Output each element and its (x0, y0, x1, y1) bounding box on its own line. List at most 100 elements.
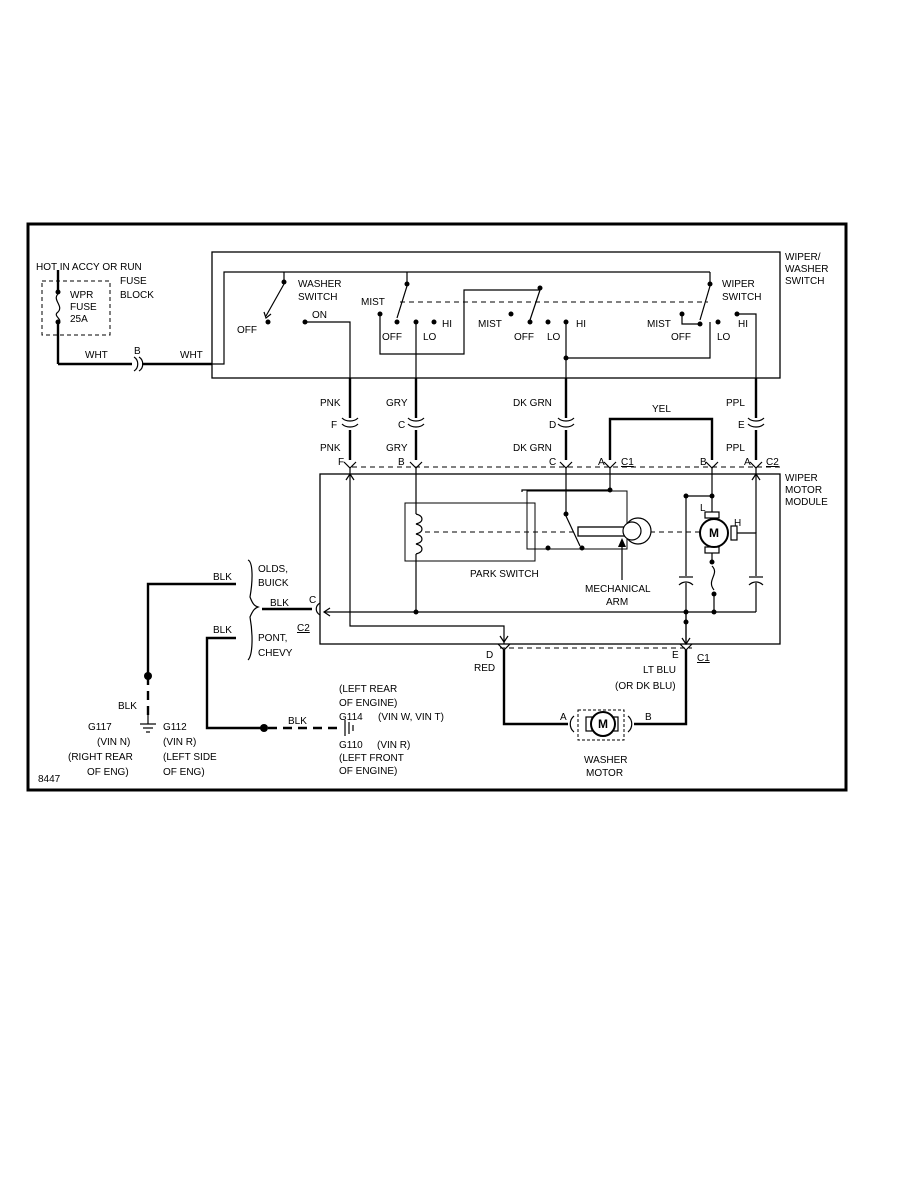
hi-label-3: HI (738, 319, 748, 330)
hi-label-2: HI (576, 319, 586, 330)
switch-title-2: WASHER (785, 264, 829, 275)
connector-e-label-2: E (672, 650, 679, 661)
hot-label: HOT IN ACCY OR RUN (36, 262, 142, 273)
g112-loc-1: (LEFT SIDE (163, 752, 217, 763)
fuse-block-label-1: FUSE (120, 276, 147, 287)
connector-a-label-3: A (744, 457, 751, 468)
module-title-3: MODULE (785, 497, 828, 508)
washer-motor-label-2: MOTOR (586, 768, 623, 779)
module-title-2: MOTOR (785, 485, 822, 496)
ground-wiring (144, 582, 340, 732)
washer-switch-contacts (263, 279, 351, 395)
gry-label-2: GRY (386, 443, 408, 454)
connector-c-label-1: C (398, 420, 405, 431)
figure-number: 8447 (38, 774, 61, 785)
module-title-1: WIPER (785, 473, 818, 484)
washer-a-label: A (560, 712, 567, 723)
washer-on-label: ON (312, 310, 327, 321)
g112-label: G112 (163, 722, 187, 733)
wht-label-right: WHT (180, 350, 203, 361)
blk-label-c: BLK (270, 598, 289, 609)
connector-e-label-1: E (738, 420, 745, 431)
wiper-switch-label-2: SWITCH (722, 292, 761, 303)
washer-motor-label-1: WASHER (584, 755, 628, 766)
g110-loc-1: (LEFT FRONT (339, 753, 404, 764)
g117-loc-1: (RIGHT REAR (68, 752, 133, 763)
lt-blu-label: LT BLU (643, 665, 676, 676)
buick-label: BUICK (258, 578, 289, 589)
mechanical-arm-label-1: MECHANICAL (585, 584, 651, 595)
connector-c-label-3: C (309, 595, 316, 606)
blk-label-olds: BLK (213, 572, 232, 583)
g114-vin: (VIN W, VIN T) (378, 712, 444, 723)
wiper-switch-contacts-right (679, 281, 757, 395)
g112-vin: (VIN R) (163, 737, 196, 748)
chevy-label: CHEVY (258, 648, 293, 659)
g114-loc-2: OF ENGINE) (339, 698, 397, 709)
wiper-switch-label-1: WIPER (722, 279, 755, 290)
diagram-frame (26, 222, 848, 792)
g114-loc-1: (LEFT REAR (339, 684, 397, 695)
motor-l-label: L (700, 503, 706, 514)
blk-label-g117: BLK (118, 701, 137, 712)
module-ground-bus (322, 607, 756, 644)
g117-label: G117 (88, 722, 112, 733)
fuse-label-3: 25A (70, 314, 88, 325)
connector-b-label-2: B (398, 457, 405, 468)
g110-loc-2: OF ENGINE) (339, 766, 397, 777)
mist-label-3: MIST (647, 319, 671, 330)
switch-title-3: SWITCH (785, 276, 824, 287)
pnk-label-2: PNK (320, 443, 341, 454)
g117-loc-2: OF ENG) (87, 767, 129, 778)
connector-c2-label-2: C2 (297, 623, 310, 634)
connector-b-label: B (134, 346, 141, 357)
off-label-1: OFF (382, 332, 402, 343)
washer-b-label: B (645, 712, 652, 723)
connector-a-label-2: A (598, 457, 605, 468)
off-label-3: OFF (671, 332, 691, 343)
park-switch-box (526, 490, 628, 550)
washer-off-label: OFF (237, 325, 257, 336)
yel-label: YEL (652, 404, 671, 415)
olds-label: OLDS, (258, 564, 288, 575)
fuse-label-1: WPR (70, 290, 93, 301)
wiper-motor-icon (683, 468, 757, 615)
vehicle-bracket (247, 559, 260, 661)
hi-label-1: HI (442, 319, 452, 330)
pont-label: PONT, (258, 633, 287, 644)
switch-title-1: WIPER/ (785, 252, 821, 263)
wiper-motor-m-label: M (709, 526, 719, 540)
connector-c-label-2: C (549, 457, 556, 468)
fuse-icon (55, 270, 61, 364)
dk-grn-label-1: DK GRN (513, 398, 552, 409)
connector-b-label-3: B (700, 457, 707, 468)
connector-d-label-2: D (486, 650, 493, 661)
harness-wires (348, 378, 758, 460)
washer-motor-icon (569, 709, 633, 741)
g110-vin: (VIN R) (377, 740, 410, 751)
lo-label-1: LO (423, 332, 437, 343)
wiper-washer-switch-box (211, 251, 781, 379)
lo-label-3: LO (717, 332, 731, 343)
connector-d-label-1: D (549, 420, 556, 431)
gry-label-1: GRY (386, 398, 408, 409)
red-label: RED (474, 663, 495, 674)
fuse-block-label-2: BLOCK (120, 290, 154, 301)
relay-coil-icon (413, 468, 423, 615)
lo-label-2: LO (547, 332, 561, 343)
blk-label-g114: BLK (288, 716, 307, 727)
ground-g114-icon (344, 720, 354, 736)
washer-motor-wiring (502, 650, 688, 726)
ppl-label-2: PPL (726, 443, 745, 454)
mechanical-arm-label-2: ARM (606, 597, 628, 608)
ground-g117-icon (140, 715, 156, 733)
dk-grn-label-2: DK GRN (513, 443, 552, 454)
connector-c1-label-1: C1 (621, 457, 634, 468)
inline-connectors (341, 417, 765, 428)
washer-switch-label-2: SWITCH (298, 292, 337, 303)
fuse-block-outline (41, 280, 111, 336)
connector-c2-label-1: C2 (766, 457, 779, 468)
g117-vin: (VIN N) (97, 737, 130, 748)
connector-f-label-2: F (338, 457, 344, 468)
